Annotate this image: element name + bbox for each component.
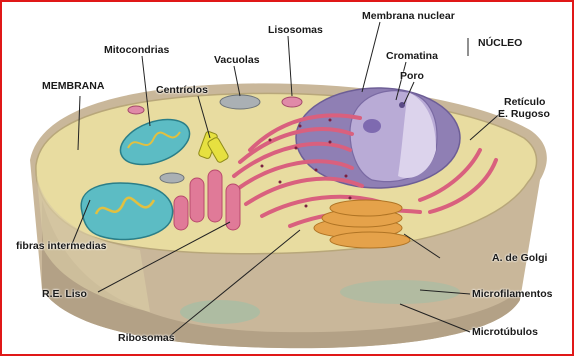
label-microfilamentos: Microfilamentos: [472, 288, 553, 300]
label-vacuolas: Vacuolas: [214, 54, 260, 66]
label-re-liso: R.E. Liso: [42, 288, 87, 300]
lysosome: [282, 97, 302, 107]
label-reticulo-rugoso-line2: E. Rugoso: [498, 108, 550, 120]
label-microtubulos: Microtúbulos: [472, 326, 538, 338]
label-lisosomas: Lisosomas: [268, 24, 323, 36]
label-centriolos: Centríolos: [156, 84, 208, 96]
label-cromatina: Cromatina: [386, 50, 438, 62]
label-nucleo: NÚCLEO: [478, 37, 522, 49]
label-poro: Poro: [400, 70, 424, 82]
label-mitocondrias: Mitocondrias: [104, 44, 169, 56]
label-membrana-nuclear: Membrana nuclear: [362, 10, 455, 22]
nucleolus: [363, 119, 381, 133]
label-a-golgi: A. de Golgi: [492, 252, 547, 264]
mitochondrion-large: [81, 183, 172, 240]
label-reticulo-rugoso-line1: Retículo: [504, 96, 545, 108]
label-ribosomas: Ribosomas: [118, 332, 175, 344]
label-membrana: MEMBRANA: [42, 80, 104, 92]
label-fibras-intermedias: fibras intermedias: [16, 240, 106, 252]
vacuole: [220, 95, 260, 109]
